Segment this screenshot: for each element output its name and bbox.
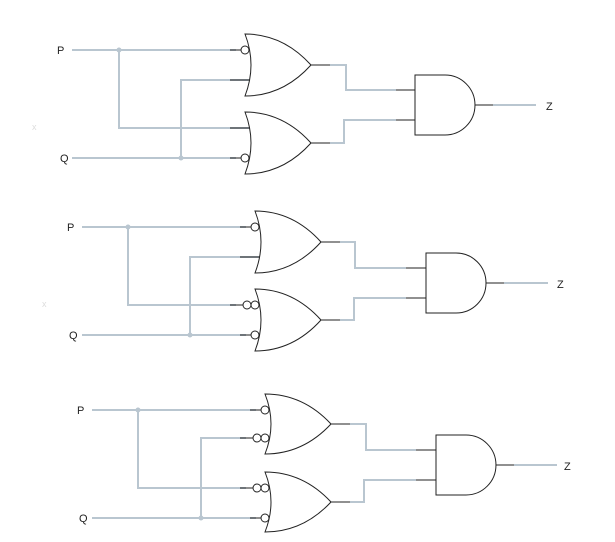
and-gate — [396, 74, 536, 136]
inverter-bubble — [252, 483, 262, 493]
faint-mark: x — [32, 122, 37, 132]
input-wires — [92, 407, 256, 521]
or-gate-2 — [230, 288, 340, 352]
junction-dot — [178, 155, 184, 161]
inverter-bubble — [260, 405, 270, 415]
inverter-bubble — [242, 300, 252, 310]
gate-interconnect — [350, 423, 416, 503]
input-label-q: Q — [69, 330, 78, 342]
inverter-bubble — [252, 433, 262, 443]
junction-dot — [135, 407, 141, 413]
junction-dot — [125, 224, 131, 230]
input-wires — [82, 224, 260, 338]
gate-interconnect — [330, 64, 396, 144]
and-gate — [416, 434, 557, 496]
input-label-p: P — [77, 405, 84, 417]
inverter-bubble — [260, 513, 270, 523]
faint-mark: x — [42, 299, 47, 309]
and-gate — [406, 252, 548, 314]
inverter-bubble — [260, 433, 270, 443]
output-label-z: Z — [564, 461, 571, 473]
gate-interconnect — [340, 241, 406, 321]
circuit-2: P Q Z x — [42, 210, 564, 352]
junction-dot — [187, 332, 193, 338]
inverter-bubble — [250, 330, 260, 340]
input-label-p: P — [57, 45, 64, 57]
inverter-bubble — [260, 483, 270, 493]
circuit-1: P Q Z x — [32, 33, 553, 175]
or-gate-2 — [240, 471, 350, 533]
or-gate-2 — [230, 111, 330, 175]
output-label-z: Z — [557, 279, 564, 291]
or-gate-1 — [230, 33, 330, 97]
input-label-q: Q — [60, 153, 69, 165]
circuit-3: P Q Z — [77, 393, 571, 533]
input-label-q: Q — [79, 513, 88, 525]
inverter-bubble — [240, 153, 250, 163]
junction-dot — [116, 47, 122, 53]
inverter-bubble — [250, 300, 260, 310]
output-label-z: Z — [546, 101, 553, 113]
junction-dot — [198, 515, 204, 521]
input-wires — [72, 47, 250, 161]
inverter-bubble — [240, 45, 250, 55]
or-gate-1 — [240, 393, 350, 455]
or-gate-1 — [240, 210, 340, 274]
input-label-p: P — [67, 222, 74, 234]
inverter-bubble — [250, 222, 260, 232]
